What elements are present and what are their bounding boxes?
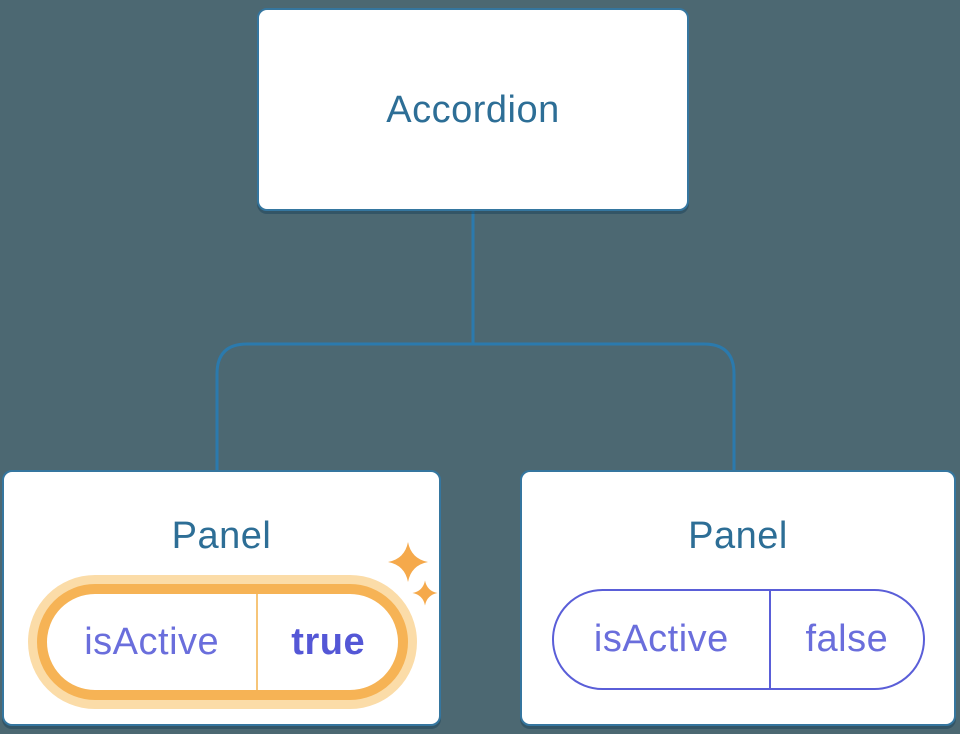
accordion-label: Accordion xyxy=(386,88,560,131)
panel-node-active: Panel isActive true xyxy=(2,470,441,726)
state-value: true xyxy=(291,620,366,663)
panel-node-inactive: Panel isActive false xyxy=(520,470,956,726)
state-pill-inactive: isActive false xyxy=(552,589,925,690)
panel-label: Panel xyxy=(171,515,272,557)
panel-label: Panel xyxy=(688,515,788,557)
state-key: isActive xyxy=(47,594,259,690)
state-key: isActive xyxy=(554,591,771,688)
state-pill-active: isActive true xyxy=(37,584,408,700)
accordion-node: Accordion xyxy=(257,8,689,211)
state-value: false xyxy=(805,618,889,660)
